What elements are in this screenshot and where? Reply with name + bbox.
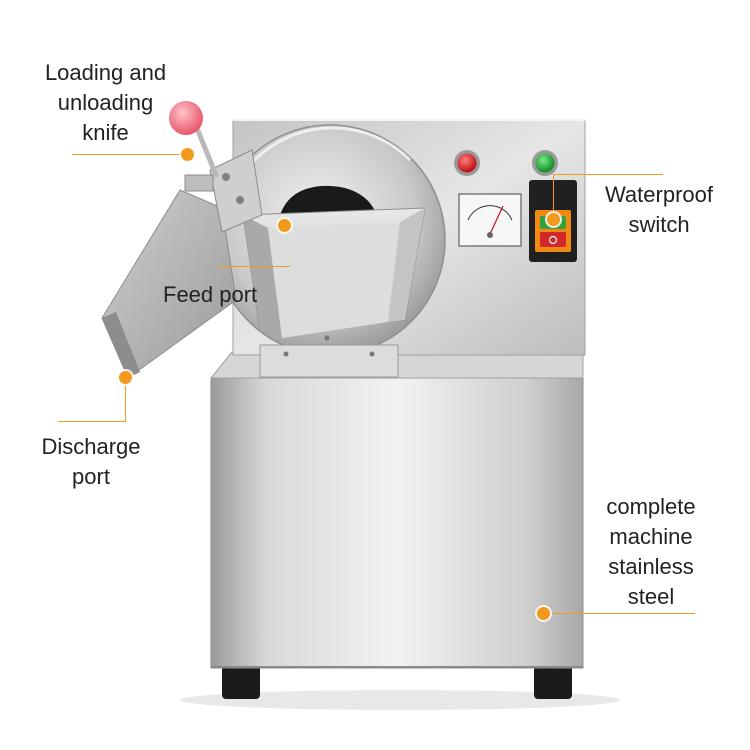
leader-line-loading-knife [72, 154, 184, 155]
callout-discharge-port: Discharge port [41, 434, 141, 489]
leader-line-waterproof-switch-vertical [553, 174, 554, 219]
leader-line-discharge-vertical [125, 378, 126, 422]
callout-feed-port: Feed port [163, 282, 258, 307]
marker-dot-loading-knife [181, 148, 194, 161]
leader-line-feed-port [218, 266, 290, 267]
leader-line-discharge-horizontal [58, 421, 126, 422]
callout-stainless-steel: complete machine stainless steel [606, 494, 696, 609]
leader-line-waterproof-switch-top [553, 174, 663, 175]
leader-line-stainless-steel [550, 613, 695, 614]
marker-dot-waterproof-switch [547, 213, 560, 226]
callout-waterproof-switch: Waterproof switch [604, 182, 713, 237]
marker-dot-discharge-port [119, 371, 132, 384]
marker-dot-feed-port [278, 219, 291, 232]
marker-dot-stainless-steel [537, 607, 550, 620]
callout-loading-knife: Loading and unloading knife [44, 60, 167, 145]
